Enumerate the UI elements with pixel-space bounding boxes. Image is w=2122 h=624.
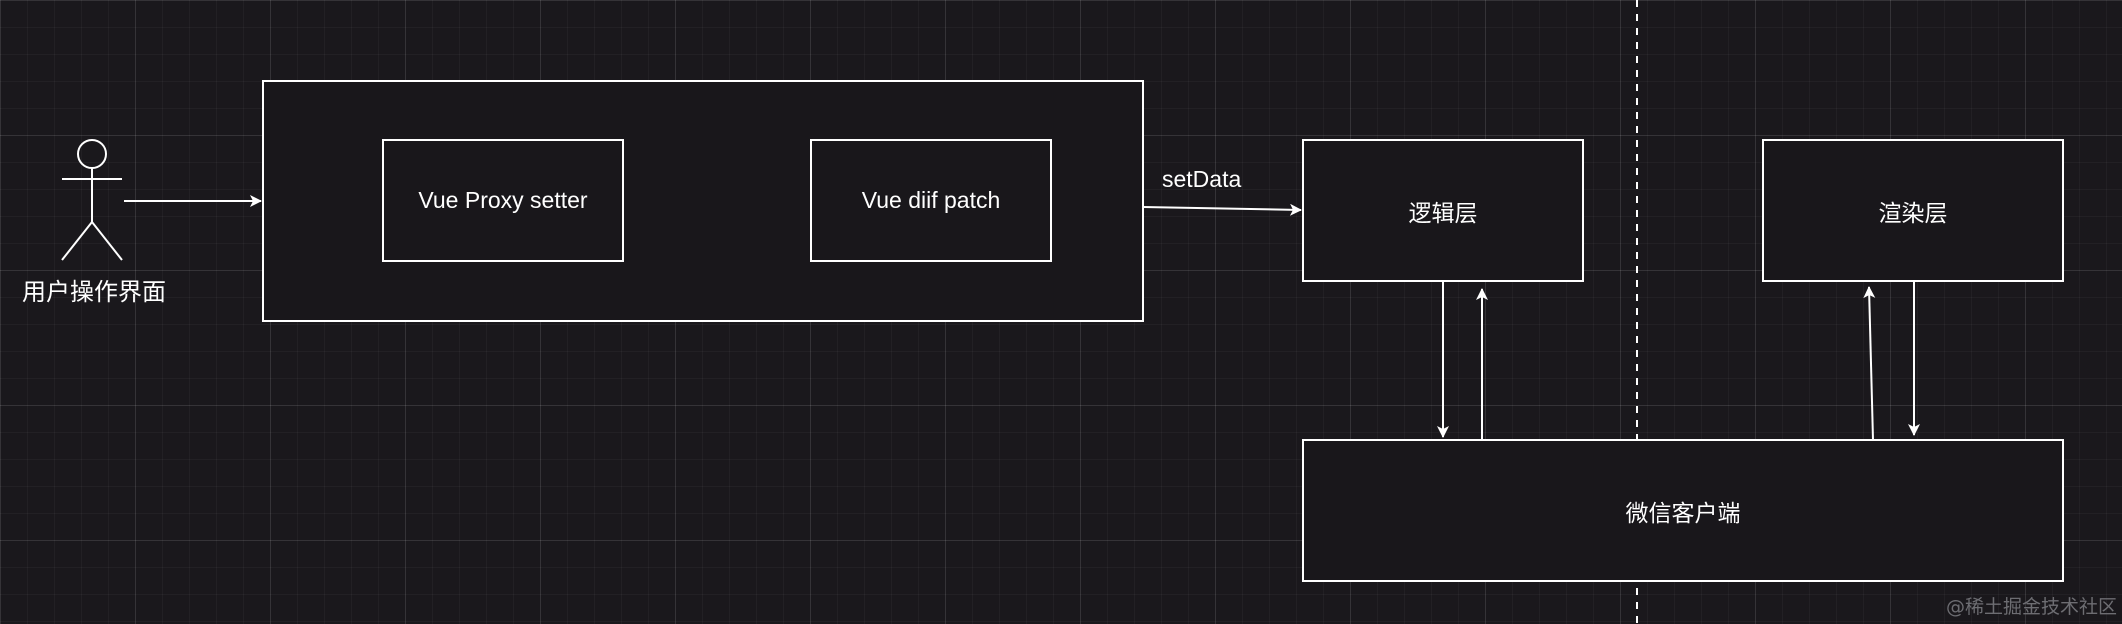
edge-label-setdata: setData [1162, 166, 1242, 192]
watermark-text: @稀土掘金技术社区 [1945, 596, 2117, 618]
node-vue-proxy-setter[interactable]: Vue Proxy setter [382, 139, 624, 262]
node-vue-diff-patch[interactable]: Vue diif patch [810, 139, 1052, 262]
actor-stick-figure-icon[interactable] [61, 139, 123, 261]
node-render-layer[interactable]: 渲染层 [1762, 139, 2064, 282]
edge-client-to-render[interactable] [1863, 286, 1876, 441]
node-logic-layer-label: 逻辑层 [1408, 200, 1478, 227]
node-wechat-client-label: 微信客户端 [1625, 500, 1741, 527]
edge-setdata-to-logic[interactable] [1142, 203, 1302, 216]
actor-label: 用户操作界面 [22, 278, 166, 306]
node-wechat-client[interactable]: 微信客户端 [1302, 439, 2064, 582]
node-vue-diff-patch-label: Vue diif patch [861, 187, 1001, 213]
node-render-layer-label: 渲染层 [1878, 200, 1948, 227]
node-vue-proxy-setter-label: Vue Proxy setter [418, 187, 588, 213]
node-logic-layer[interactable]: 逻辑层 [1302, 139, 1584, 282]
